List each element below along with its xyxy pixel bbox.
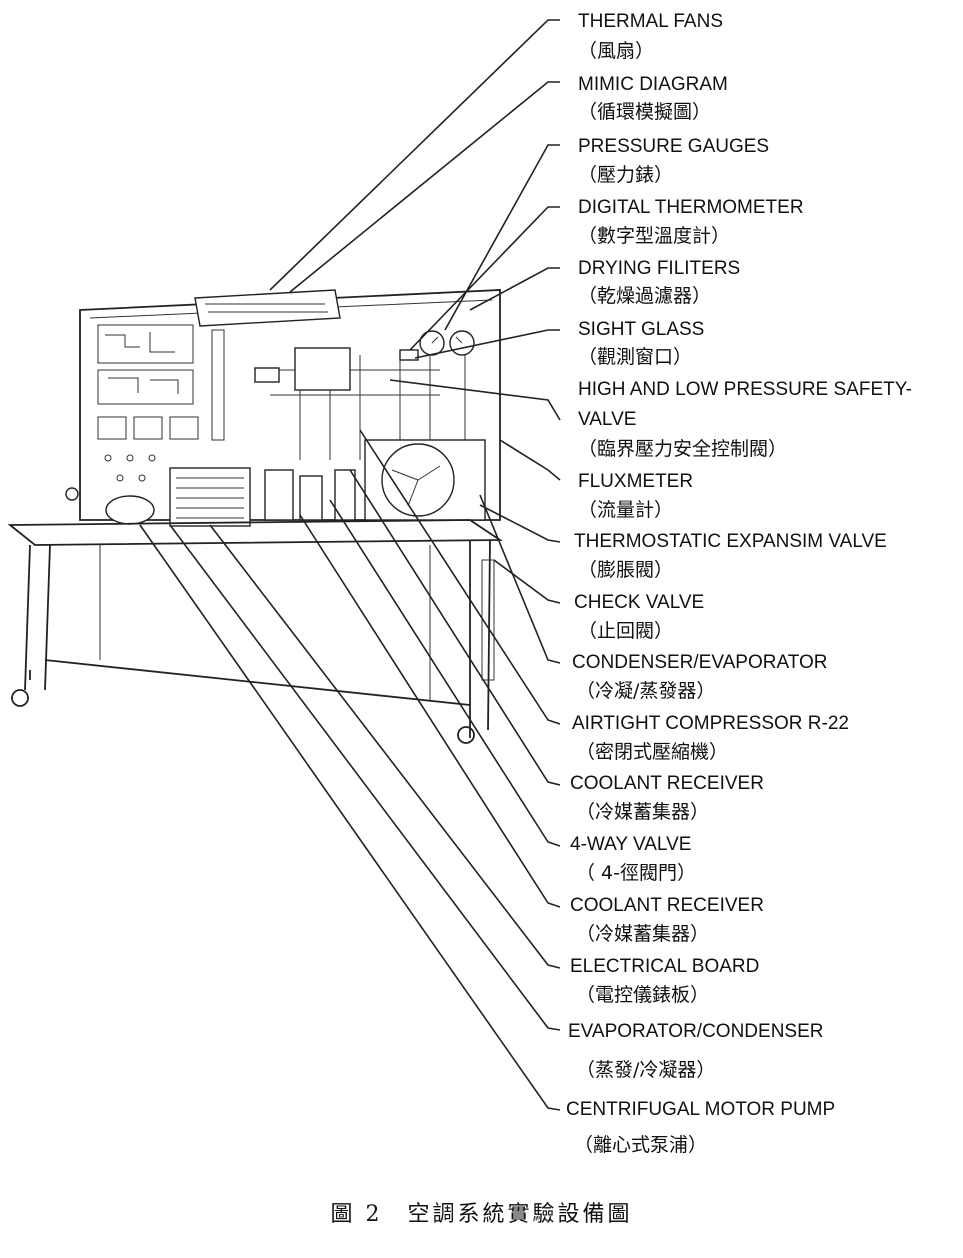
- label-mimic-diagram-zh: （循環模擬圖）: [578, 101, 711, 123]
- label-pressure-gauges-zh: （壓力錶）: [578, 164, 673, 186]
- label-centrifugal-pump: CENTRIFUGAL MOTOR PUMP: [566, 1099, 835, 1120]
- label-digital-thermometer: DIGITAL THERMOMETER: [578, 197, 804, 218]
- label-electrical-board: ELECTRICAL BOARD: [570, 956, 759, 977]
- label-airtight-compressor-zh: （密閉式壓縮機）: [576, 741, 728, 763]
- figure-caption: 圖 2 空調系統實驗設備圖: [330, 1202, 633, 1227]
- label-coolant-receiver-1-zh: （冷媒蓄集器）: [576, 801, 709, 823]
- label-thermal-fans: THERMAL FANS: [578, 11, 723, 32]
- label-drying-filters-zh: （乾燥過濾器）: [578, 285, 711, 307]
- label-drying-filters: DRYING FILITERS: [578, 258, 740, 279]
- label-4-way-valve-zh: （ 4-徑閥門）: [576, 862, 696, 884]
- callout-labels: THERMAL FANS （風扇） MIMIC DIAGRAM （循環模擬圖） …: [566, 11, 912, 1156]
- label-evaporator-condenser: EVAPORATOR/CONDENSER: [568, 1021, 824, 1042]
- label-condenser-evaporator-zh: （冷凝/蒸發器）: [576, 680, 715, 702]
- label-sight-glass-zh: （觀測窗口）: [578, 346, 692, 368]
- label-digital-thermometer-zh: （數字型溫度計）: [578, 225, 730, 247]
- label-safety-valve: HIGH AND LOW PRESSURE SAFETY-: [578, 379, 912, 400]
- label-fluxmeter: FLUXMETER: [578, 471, 693, 492]
- training-rig-illustration: [7, 289, 503, 744]
- label-electrical-board-zh: （電控儀錶板）: [576, 984, 709, 1006]
- label-expansion-valve: THERMOSTATIC EXPANSIM VALVE: [574, 531, 887, 552]
- label-safety-valve-line2: VALVE: [578, 409, 636, 430]
- label-safety-valve-zh: （臨界壓力安全控制閥）: [578, 438, 787, 460]
- label-airtight-compressor: AIRTIGHT COMPRESSOR R-22: [572, 713, 849, 734]
- label-evaporator-condenser-zh: （蒸發/冷凝器）: [576, 1059, 715, 1081]
- label-expansion-valve-zh: （膨脹閥）: [578, 559, 673, 581]
- label-coolant-receiver-1: COOLANT RECEIVER: [570, 773, 764, 794]
- label-check-valve-zh: （止回閥）: [578, 620, 673, 642]
- label-condenser-evaporator: CONDENSER/EVAPORATOR: [572, 652, 828, 673]
- label-centrifugal-pump-zh: （離心式泵浦）: [574, 1134, 707, 1156]
- label-coolant-receiver-2: COOLANT RECEIVER: [570, 895, 764, 916]
- label-thermal-fans-zh: （風扇）: [578, 40, 654, 62]
- label-pressure-gauges: PRESSURE GAUGES: [578, 136, 769, 157]
- label-check-valve: CHECK VALVE: [574, 592, 704, 613]
- label-sight-glass: SIGHT GLASS: [578, 319, 704, 340]
- label-4-way-valve: 4-WAY VALVE: [570, 834, 691, 855]
- equipment-diagram: THERMAL FANS （風扇） MIMIC DIAGRAM （循環模擬圖） …: [7, 11, 912, 1156]
- label-mimic-diagram: MIMIC DIAGRAM: [578, 74, 728, 95]
- label-coolant-receiver-2-zh: （冷媒蓄集器）: [576, 923, 709, 945]
- label-fluxmeter-zh: （流量計）: [578, 499, 673, 521]
- leader-lines: [139, 19, 561, 1111]
